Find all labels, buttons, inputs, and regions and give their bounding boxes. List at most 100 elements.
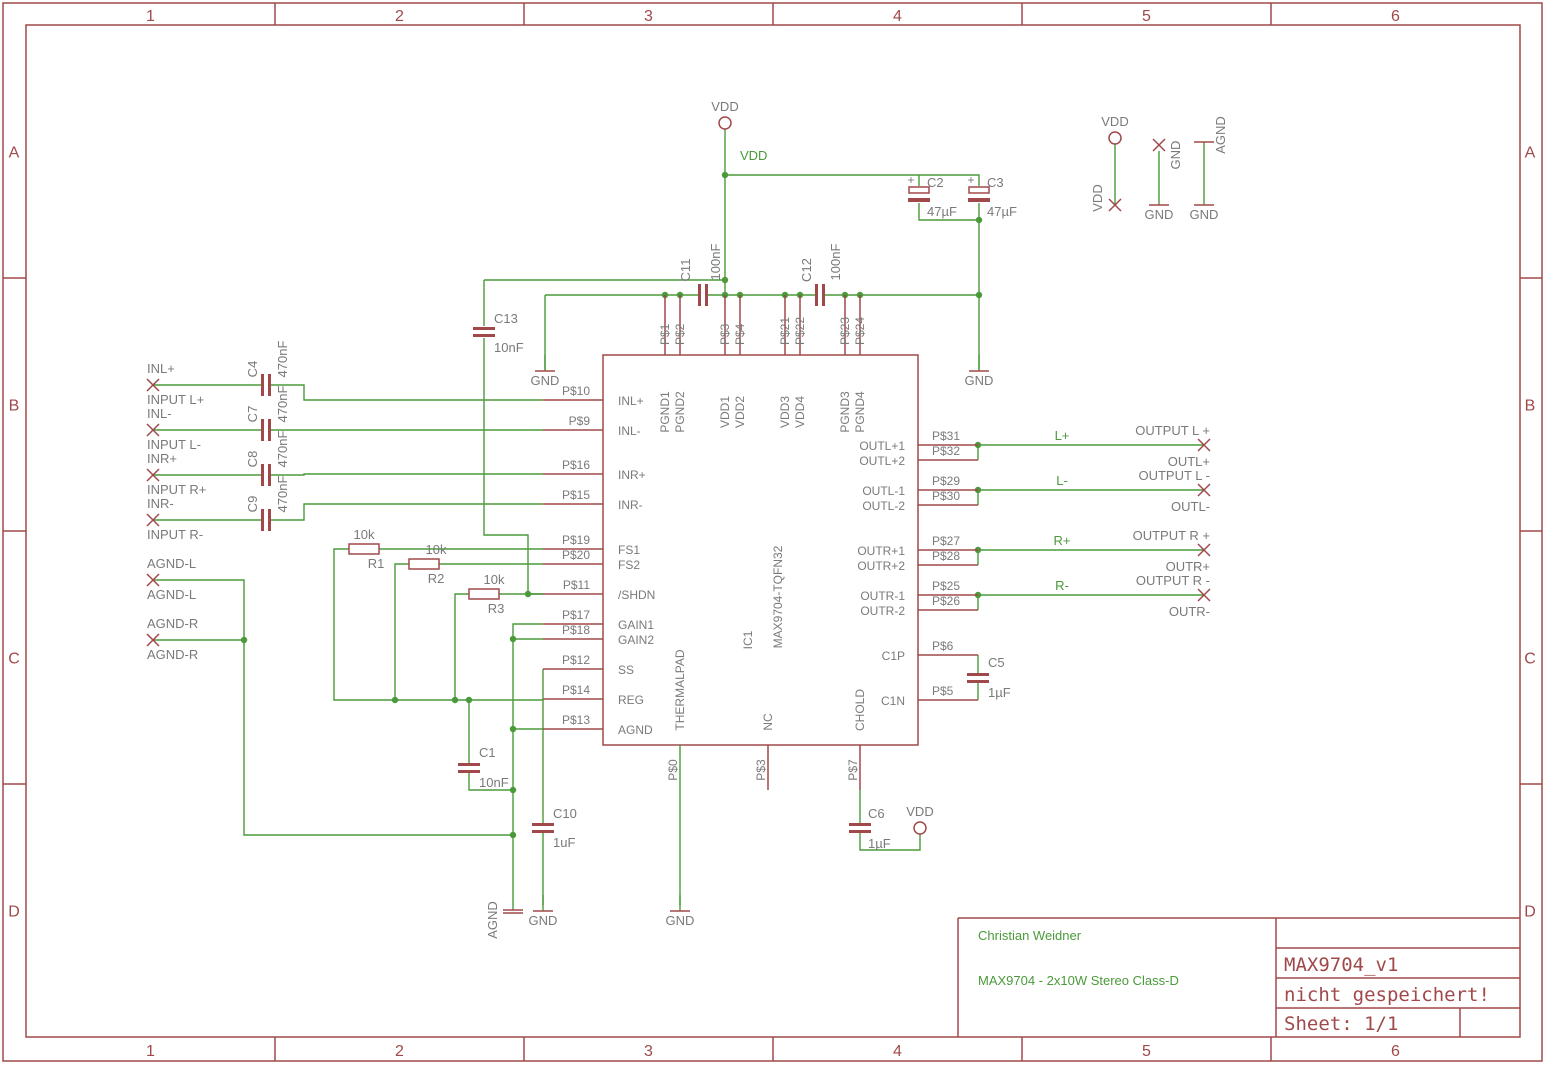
c6-plate — [849, 823, 871, 826]
pin-name: VDD3 — [778, 396, 792, 428]
input-cap-plate — [268, 374, 271, 396]
pin-number: P$3 — [718, 323, 732, 345]
input-pad-x — [146, 513, 160, 527]
pin-name: INL+ — [618, 394, 644, 408]
c1-plate — [458, 770, 480, 773]
gnd-right-top-label: GND — [965, 373, 994, 388]
vdd-pad-x — [1108, 198, 1122, 212]
column-label-bottom: 1 — [146, 1043, 155, 1060]
vdd-c6-label: VDD — [906, 804, 933, 819]
pin-name: VDD4 — [793, 396, 807, 428]
wire — [153, 579, 513, 836]
pin-number: P$14 — [562, 683, 590, 697]
c3-name: C3 — [987, 175, 1004, 190]
input-cap-name: C9 — [245, 496, 260, 513]
pin-number: P$30 — [932, 489, 960, 503]
pin-name: C1N — [881, 694, 905, 708]
agnd-pad-label: AGND-L — [147, 587, 196, 602]
pin-number: P$6 — [932, 639, 954, 653]
c11-name: C11 — [678, 259, 693, 282]
input-cap-plate — [261, 509, 264, 531]
output-pad-x — [1197, 438, 1211, 452]
wire — [271, 473, 543, 476]
row-label-left: A — [9, 145, 20, 162]
column-label-top: 2 — [395, 8, 404, 25]
c11-plate — [698, 284, 701, 306]
pin-name: FS1 — [618, 543, 640, 557]
components: ++ — [146, 116, 1214, 914]
gnd-pad-net: GND — [1168, 141, 1183, 170]
agnd-label: AGND — [485, 901, 500, 939]
pin-number: P$28 — [932, 549, 960, 563]
input-net-label: INL- — [147, 406, 172, 421]
pin-name: PGND2 — [673, 391, 687, 433]
pin-name: OUTR+1 — [857, 544, 905, 558]
junction-dot — [509, 786, 517, 794]
output-pad-x — [1197, 588, 1211, 602]
output-pad-label: OUTL- — [1171, 499, 1210, 514]
input-net-label: INL+ — [147, 361, 175, 376]
pin-number: P$17 — [562, 608, 590, 622]
junction-dot — [721, 171, 729, 179]
c2-value: 47µF — [927, 204, 957, 219]
row-label-left: C — [8, 651, 20, 668]
pin-number: P$11 — [563, 578, 590, 592]
column-label-bottom: 4 — [893, 1043, 902, 1060]
r1-name: R1 — [368, 556, 385, 571]
output-pad-label: OUTL+ — [1168, 454, 1210, 469]
junction-dot — [975, 216, 983, 224]
input-cap-name: C4 — [245, 361, 260, 378]
input-pad-x — [146, 468, 160, 482]
wire — [859, 833, 921, 851]
input-cap-plate — [268, 464, 271, 486]
output-name: OUTPUT R + — [1133, 528, 1210, 543]
drawing-name: MAX9704_v1 — [1284, 954, 1398, 976]
junction-dot — [509, 635, 517, 643]
input-pad-x — [146, 378, 160, 392]
pin-number: P$13 — [562, 713, 590, 727]
c12-plate — [822, 284, 825, 306]
agnd-pad-x — [146, 633, 160, 647]
c13-plate — [473, 334, 495, 337]
pin-number: P$5 — [932, 684, 954, 698]
c10-plate — [532, 823, 554, 826]
c3-value: 47µF — [987, 204, 1017, 219]
column-label-top: 6 — [1391, 8, 1400, 25]
author-text: Christian Weidner — [978, 928, 1082, 943]
wire — [271, 503, 543, 521]
c13-plate — [473, 327, 495, 330]
pin-number: P$21 — [778, 317, 792, 345]
vdd-top-circle — [718, 116, 732, 130]
junction-dot — [509, 831, 517, 839]
ic-value: MAX9704-TQFN32 — [771, 545, 785, 648]
pin-number: P$16 — [562, 458, 590, 472]
input-cap-name: C8 — [245, 451, 260, 468]
c2-polarity: + — [907, 173, 914, 187]
agnd-pad-x — [146, 573, 160, 587]
pin-number: P$15 — [562, 488, 590, 502]
pin-name: C1P — [882, 649, 905, 663]
pin-number: P$29 — [932, 474, 960, 488]
wire — [333, 548, 543, 701]
row-label-right: C — [1524, 651, 1536, 668]
pin-number: P$12 — [562, 653, 590, 667]
row-label-left: D — [8, 904, 20, 921]
input-cap-value: 470nF — [275, 476, 290, 513]
vdd-c6-circle — [913, 821, 927, 835]
c3-plate — [968, 198, 990, 202]
pin-name: OUTL-1 — [862, 484, 905, 498]
agnd-symbol-label: AGND — [1213, 116, 1228, 154]
r3-body — [468, 588, 500, 600]
pin-number: P$7 — [846, 759, 860, 781]
input-pad-x — [146, 423, 160, 437]
pin-name: PGND4 — [853, 391, 867, 433]
pin-name: OUTR-2 — [860, 604, 905, 618]
output-name: OUTPUT L - — [1138, 468, 1210, 483]
gnd-c10-label: GND — [529, 913, 558, 928]
pin-number: P$19 — [562, 533, 590, 547]
input-cap-name: C7 — [245, 406, 260, 423]
junction-dot — [509, 725, 517, 733]
column-label-top: 5 — [1142, 8, 1151, 25]
